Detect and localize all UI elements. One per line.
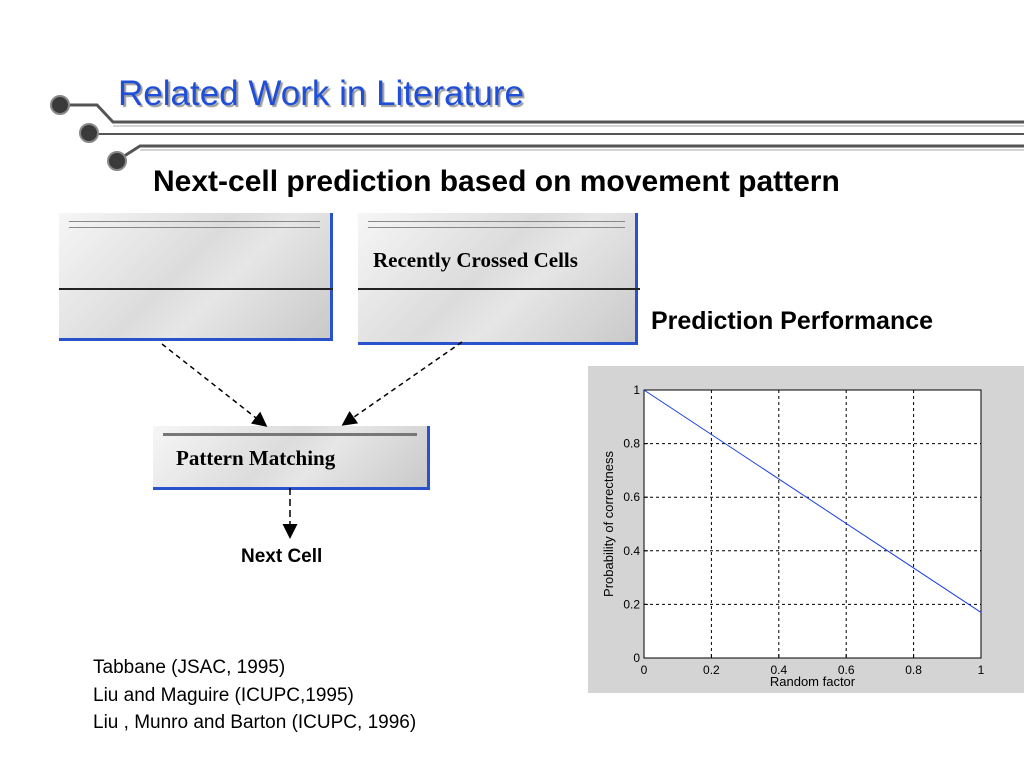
decor-line-3 xyxy=(117,144,1024,162)
y-tick-label: 0.2 xyxy=(623,597,640,611)
box-recently-crossed-cells: Recently Crossed Cells xyxy=(358,213,640,345)
box-pattern-matching: Pattern Matching xyxy=(153,426,430,490)
y-tick-label: 1 xyxy=(633,383,640,397)
prediction-performance-title: Prediction Performance xyxy=(651,307,934,335)
decor-bullet-2 xyxy=(79,123,99,143)
box-right-topline xyxy=(368,221,625,222)
y-axis-label: Probability of correctness xyxy=(601,451,616,597)
arrow-right-to-pattern xyxy=(341,341,463,426)
arrow-left-to-pattern xyxy=(161,343,268,427)
box-left xyxy=(59,213,333,341)
x-axis-label: Random factor xyxy=(770,674,856,689)
box-right-topline-2 xyxy=(368,227,625,228)
box-left-topline-2 xyxy=(69,227,320,228)
header-decoration xyxy=(50,95,1024,171)
reference-item: Liu and Maguire (ICUPC,1995) xyxy=(93,684,354,706)
x-tick-label: 0.2 xyxy=(703,663,720,677)
y-tick-label: 0 xyxy=(633,651,640,665)
box-right-divider xyxy=(358,288,640,290)
box-left-topline xyxy=(69,221,320,222)
series-line xyxy=(643,389,982,613)
reference-item: Liu , Munro and Barton (ICUPC, 1996) xyxy=(93,712,417,733)
x-tick-label: 0.4 xyxy=(770,663,787,677)
x-tick-label: 0 xyxy=(641,663,648,677)
y-tick-label: 0.6 xyxy=(623,490,640,504)
x-tick-label: 0.8 xyxy=(905,663,922,677)
x-tick-label: 1 xyxy=(978,663,985,677)
decor-bullet-3 xyxy=(107,151,127,171)
x-tick-label: 0.6 xyxy=(838,663,855,677)
plot-area xyxy=(644,390,981,658)
slide-title: Related Work in Literature xyxy=(118,74,524,113)
box-left-divider xyxy=(59,288,333,290)
reference-item: Tabbane (JSAC, 1995) xyxy=(93,657,286,678)
pattern-topline xyxy=(163,433,417,436)
slide-subtitle: Next-cell prediction based on movement p… xyxy=(153,165,840,198)
y-tick-label: 0.8 xyxy=(623,437,640,451)
decor-line-1 xyxy=(62,103,1024,124)
recently-crossed-cells-label: Recently Crossed Cells xyxy=(373,248,578,272)
next-cell-label: Next Cell xyxy=(241,546,323,567)
y-tick-label: 0.4 xyxy=(623,544,640,558)
plot-frame xyxy=(643,389,982,659)
pattern-matching-label: Pattern Matching xyxy=(176,446,336,470)
references-list: Tabbane (JSAC, 1995) Liu and Maguire (IC… xyxy=(93,654,416,737)
decor-bullet-1 xyxy=(50,95,70,115)
